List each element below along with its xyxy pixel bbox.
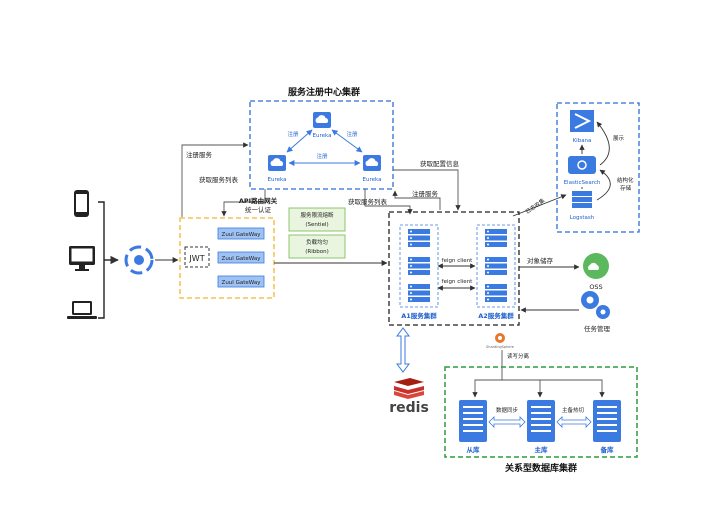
circuit-breaker-line1: 服务限流熔断: [300, 211, 334, 219]
db-cluster-title: 关系型数据库集群: [505, 462, 577, 474]
circuit-breaker-box: [288, 207, 346, 232]
object-storage-label: 对象储存: [527, 256, 554, 265]
a2-server-rack: [485, 284, 507, 302]
sync-label: 数据同步: [496, 406, 519, 414]
logstash-icon: [572, 191, 592, 208]
jwt-label: JWT: [188, 254, 204, 263]
structured-storage-line2: 存储: [620, 184, 632, 192]
gateway-title-line1: API路由网关: [239, 196, 278, 205]
cluster-fetch-list-label: 获取服务列表: [348, 197, 388, 206]
load-balance-box: [288, 234, 346, 259]
laptop-icon: [67, 301, 97, 319]
a2-server-rack: [485, 257, 507, 275]
feign-label-top: feign client: [442, 258, 474, 264]
fetch-config-label: 获取配置信息: [420, 159, 460, 168]
zuul-label: Zuul GateWay: [222, 280, 262, 286]
redis-label: redis: [389, 400, 429, 416]
a1-server-rack: [408, 229, 430, 247]
zuul-label: Zuul GateWay: [222, 256, 262, 262]
read-write-split-label: 读写分离: [507, 352, 530, 360]
circuit-breaker-line2: (Sentiel): [305, 222, 328, 228]
zuul-instance: Zuul GateWay: [217, 251, 265, 264]
eureka-right-label: Eureka: [363, 177, 382, 183]
elasticsearch-label: ElasticSearch: [564, 180, 601, 186]
display-arrow: [596, 121, 610, 166]
load-balancer-icon: [124, 245, 154, 275]
elk-cluster-box: [556, 102, 640, 233]
a1-label: A1服务集群: [401, 311, 437, 320]
gateway-fetch-list-label: 获取服务列表: [199, 175, 239, 184]
load-balance-line1: 负载均匀: [306, 238, 328, 246]
a2-label: A2服务集群: [478, 311, 514, 320]
gateway-title-line2: 统一认证: [245, 205, 272, 214]
phone-icon: [74, 190, 89, 217]
zuul-label: Zuul GateWay: [222, 232, 262, 238]
services-cluster-box: [388, 211, 520, 326]
log-collect-label: 日志收集: [524, 196, 547, 215]
log-collect-arrow: [512, 194, 567, 217]
shardingsphere-icon: [495, 333, 505, 343]
redis-logo: redis: [389, 378, 429, 416]
eureka-edge-left-label: 注册: [287, 130, 299, 138]
structured-storage-line1: 结构化: [617, 176, 634, 184]
oss-icon: [583, 253, 609, 279]
registry-cluster-box: [249, 100, 394, 190]
elasticsearch-icon: [568, 156, 596, 174]
eureka-edge-left: [286, 129, 313, 153]
gateway-box: [179, 217, 275, 299]
db-fanout-line: [472, 379, 605, 398]
oss-label: OSS: [589, 283, 602, 291]
master-db-label: 主库: [535, 445, 549, 454]
db-cluster-box: [444, 366, 638, 458]
eureka-left-node: Eureka: [268, 155, 287, 183]
standby-db-icon: [593, 400, 621, 442]
gears-icon: [581, 291, 610, 319]
fetch-config-arrow: [393, 169, 461, 211]
zuul-instance: Zuul GateWay: [217, 275, 265, 288]
desktop-monitor-icon: [69, 246, 95, 271]
standby-db-label: 备库: [600, 445, 615, 454]
a1-server-rack: [408, 257, 430, 275]
eureka-right-node: Eureka: [363, 155, 382, 183]
registry-title: 服务注册中心集群: [288, 86, 360, 98]
eureka-left-label: Eureka: [268, 177, 287, 183]
zuul-instance: Zuul GateWay: [217, 227, 265, 240]
gateway-fetch-list-arrow: [221, 189, 266, 217]
gateway-register-arrow: [181, 142, 249, 217]
failover-label: 主备热切: [562, 406, 585, 414]
logstash-label: Logstash: [570, 215, 595, 221]
shardingsphere-label: ShardingSphere: [486, 345, 514, 349]
master-db-icon: [527, 400, 555, 442]
eureka-top-label: Eureka: [313, 133, 332, 139]
eureka-top-node: Eureka: [313, 112, 332, 139]
feign-label-bottom: feign client: [442, 279, 474, 285]
eureka-edge-bottom-label: 注册: [316, 152, 328, 160]
failover-arrow: [556, 416, 592, 428]
tasks-label: 任务管理: [584, 324, 611, 333]
gateway-register-label: 注册服务: [186, 150, 213, 159]
redis-link-arrow: [396, 327, 410, 373]
structured-storage-arrow: [596, 169, 611, 201]
sync-arrow: [488, 416, 526, 428]
a1-server-rack: [408, 284, 430, 302]
kibana-icon: [570, 110, 594, 132]
eureka-edge-right: [331, 129, 363, 153]
cluster-fetch-list-arrow: [364, 189, 413, 215]
device-bracket: [98, 201, 119, 319]
kibana-label: Kibana: [573, 138, 592, 144]
display-label: 展示: [613, 135, 625, 142]
a2-server-rack: [485, 229, 507, 247]
slave-db-label: 从库: [467, 445, 481, 454]
slave-db-icon: [459, 400, 487, 442]
eureka-edge-right-label: 注册: [346, 130, 358, 138]
jwt-box: [184, 246, 210, 268]
cluster-register-label: 注册服务: [412, 189, 439, 198]
cluster-register-arrow: [392, 190, 441, 210]
load-balance-line2: (Ribbon): [305, 249, 328, 255]
